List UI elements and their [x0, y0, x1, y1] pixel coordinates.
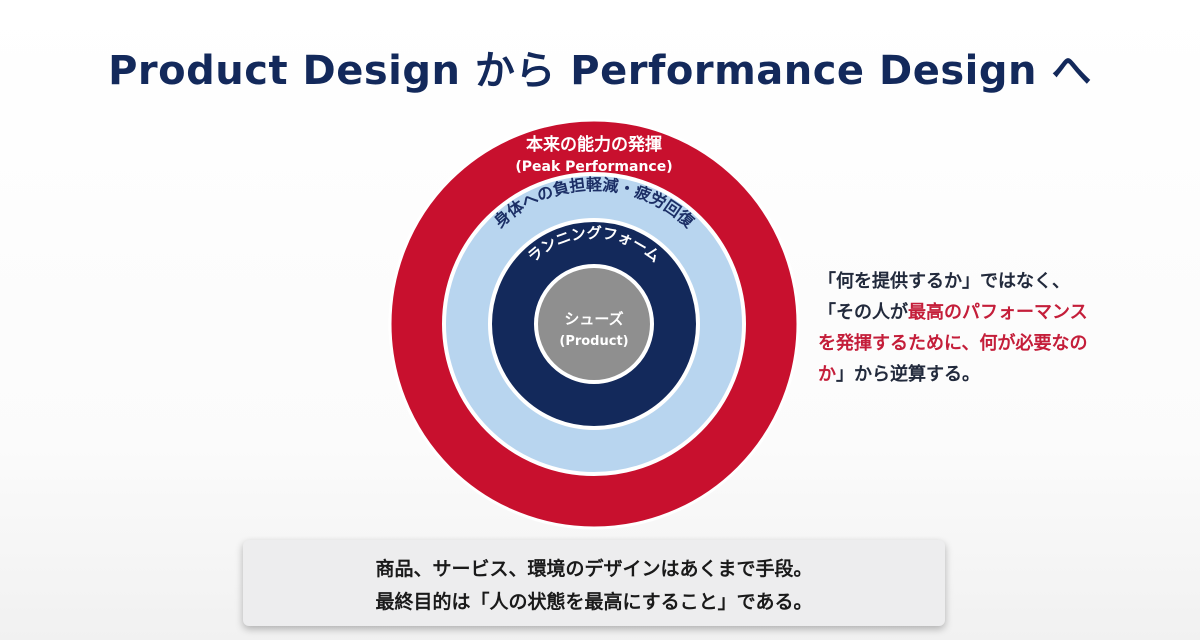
ring-core	[534, 264, 654, 384]
core-sublabel: (Product)	[559, 334, 628, 349]
message-line-4-suffix: 」から逆算する。	[836, 364, 980, 385]
message-line-3: を発揮するために、何が必要なの	[818, 328, 1188, 359]
message-line-1-text: 「何を提供するか」ではなく、	[818, 271, 1070, 292]
message-line-3-highlight: を発揮するために、何が必要なの	[818, 333, 1088, 354]
summary-note-line-2: 最終目的は「人の状態を最高にすること」である。	[375, 591, 813, 613]
summary-note-box: 商品、サービス、環境のデザインはあくまで手段。 最終目的は「人の状態を最高にする…	[243, 540, 945, 626]
message-line-4: か」から逆算する。	[818, 359, 1188, 390]
message-line-2-highlight: 最高のパフォーマンス	[908, 302, 1088, 323]
core-label: シューズ	[564, 310, 623, 328]
page-title: Product Design から Performance Design へ	[108, 48, 1092, 94]
diagram-svg: 本来の能力の発揮 (Peak Performance) 身体への負担軽減・疲労回…	[388, 118, 800, 530]
concentric-circle-diagram: 本来の能力の発揮 (Peak Performance) 身体への負担軽減・疲労回…	[388, 118, 800, 530]
message-text: 「何を提供するか」ではなく、 「その人が最高のパフォーマンス を発揮するために、…	[818, 266, 1188, 390]
outer-ring-sublabel: (Peak Performance)	[515, 159, 672, 175]
summary-note-line-1: 商品、サービス、環境のデザインはあくまで手段。	[375, 558, 813, 580]
outer-ring-label: 本来の能力の発揮	[526, 134, 662, 155]
message-line-1: 「何を提供するか」ではなく、	[818, 266, 1188, 297]
message-line-2-prefix: 「その人が	[818, 302, 908, 323]
message-line-4-highlight: か	[818, 364, 836, 385]
message-line-2: 「その人が最高のパフォーマンス	[818, 297, 1188, 328]
